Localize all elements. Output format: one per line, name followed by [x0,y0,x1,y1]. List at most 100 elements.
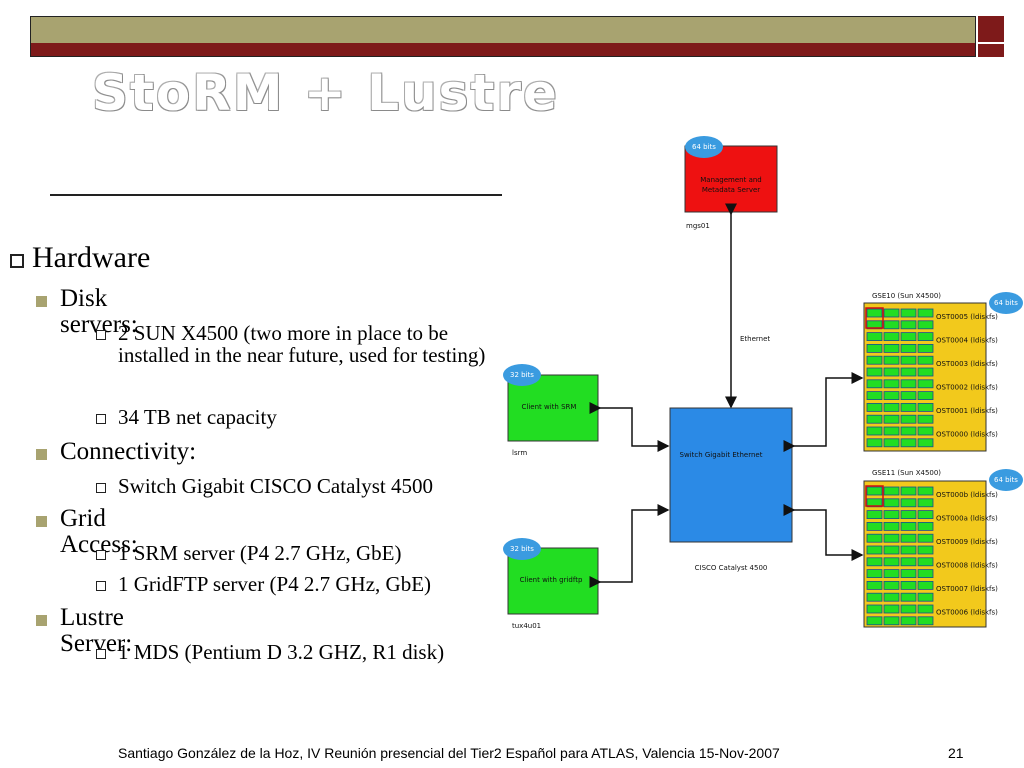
switch-label: Switch Gigabit Ethernet [680,451,763,459]
ost-label: OST0002 (ldiskfs) [936,384,998,392]
disk-slot [883,343,900,353]
bullet-disk-sub2: 34 TB net capacity [118,405,277,429]
disk-slot [917,414,934,424]
disk-slot [883,414,900,424]
gridftp-switch-link [589,504,670,588]
disk-slot [917,332,934,342]
bullet-conn-sub1: Switch Gigabit CISCO Catalyst 4500 [118,474,433,498]
disk-slot [866,557,883,567]
disk-slot [900,486,917,496]
disk-highlight [865,485,884,507]
disk-slot [917,320,934,330]
disk-slot [917,581,934,590]
disk-slot [900,533,917,543]
bullet-filled-square-icon [36,449,47,460]
disk-slot [866,533,883,543]
disk-slot [866,616,883,626]
gse10-title: GSE10 (Sun X4500) [872,292,941,300]
disk-slot [900,438,917,448]
disk-slot [900,498,917,508]
ost-label: OST0004 (ldiskfs) [936,337,998,345]
disk-slot [866,379,883,389]
disk-slot [883,604,900,614]
disk-slot [917,379,934,389]
disk-slot [917,569,934,578]
ethernet-label: Ethernet [740,335,770,343]
disk-slot [900,592,917,602]
disk-slot [883,332,900,342]
slide-footer: Santiago González de la Hoz, IV Reunión … [118,745,780,761]
disk-slot [866,332,883,342]
switch-caption: CISCO Catalyst 4500 [695,564,768,572]
disk-slot [900,616,917,626]
disk-slot [866,486,883,496]
bullet-square-icon [96,550,106,560]
disk-slot [883,426,900,436]
bullet-hardware: Hardware [32,241,151,274]
header-band [31,43,975,56]
bullet-filled-square-icon [36,516,47,527]
disk-slot [866,308,883,318]
mgs-label-line1: Management and [700,176,762,184]
bullet-grid-sub1: 1 SRM server (P4 2.7 GHz, GbE) [118,541,402,565]
disk-slot [900,510,917,520]
mgs-badge [685,136,723,158]
page-number: 21 [948,745,964,761]
ost-label: OST0005 (ldiskfs) [936,313,998,321]
gridftp-client-label: Client with gridftp [520,576,583,584]
gridftp-client-host: tux4u01 [512,622,541,630]
switch-box [669,407,793,543]
disk-slot [883,557,900,567]
bullet-square-icon [96,414,106,424]
srm-client-host: lsrm [512,449,527,457]
disk-slot [866,545,883,555]
disk-slot [866,414,883,424]
disk-slot [900,343,917,353]
header-corner-square [978,16,1004,42]
disk-slot [883,498,900,508]
disk-slot [900,355,917,365]
disk-slot [917,592,934,602]
disk-slot [900,522,917,531]
disk-slot [866,569,883,578]
disk-slot [900,581,917,590]
header-bar [30,16,976,57]
disk-slot [866,367,883,377]
bullet-square-icon [96,330,106,340]
srm-client-badge [503,364,541,386]
disk-slot [917,308,934,318]
title-underline [50,194,502,196]
bullet-lustre-sub1: 1 MDS (Pentium D 3.2 GHZ, R1 disk) [118,640,445,664]
disk-slot [883,402,900,412]
disk-slot [900,367,917,377]
bullet-square-icon [96,483,106,493]
disk-slot [883,545,900,555]
gridftp-client-badge-text: 32 bits [510,545,534,553]
disk-slot [866,355,883,365]
disk-slot [866,391,883,401]
disk-slot [900,557,917,567]
disk-slot [866,604,883,614]
disk-slot [900,379,917,389]
disk-slot [900,426,917,436]
disk-slot [883,391,900,401]
disk-slot [900,414,917,424]
ost-label: OST000b (ldiskfs) [936,491,998,499]
disk-slot [917,486,934,496]
disk-slot [883,308,900,318]
disk-slot [866,402,883,412]
gse10-disk-grid [865,307,934,448]
disk-slot [900,391,917,401]
gse11-title: GSE11 (Sun X4500) [872,469,941,477]
ost-label: OST0003 (ldiskfs) [936,360,998,368]
disk-slot [866,343,883,353]
bullet-filled-square-icon [36,615,47,626]
slide-title: StoRM + Lustre [92,64,559,122]
disk-slot [866,320,883,330]
bullet-square-icon [96,649,106,659]
disk-slot [917,355,934,365]
disk-slot [883,581,900,590]
disk-slot [866,522,883,531]
disk-slot [866,510,883,520]
disk-slot [900,604,917,614]
